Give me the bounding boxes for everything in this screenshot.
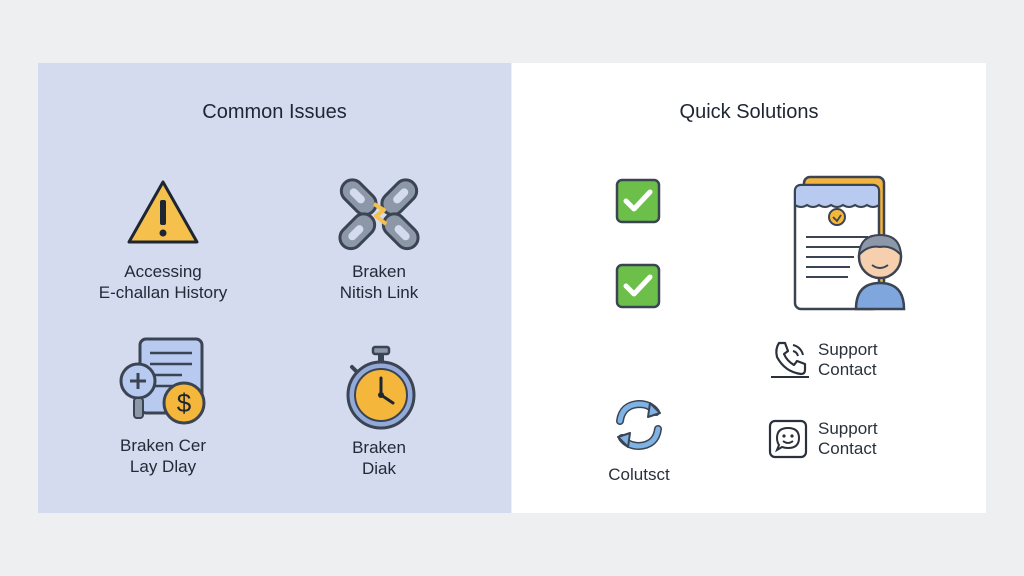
issue-item-1-label: Accessing E-challan History (98, 262, 228, 302)
check-icon (615, 263, 661, 309)
broken-link-icon (338, 176, 420, 252)
stopwatch-icon (344, 345, 418, 431)
common-issues-panel: Common Issues Accessing E-challan Histor… (38, 63, 511, 513)
support-document-person-icon (792, 175, 910, 313)
common-issues-title: Common Issues (202, 101, 347, 123)
svg-text:$: $ (177, 388, 192, 418)
quick-solutions-panel: Quick Solutions (512, 63, 986, 513)
chat-smile-icon (768, 419, 810, 461)
warning-icon (126, 178, 200, 246)
payment-document-icon: $ (118, 337, 210, 425)
issue-item-4-label: Braken Diak (352, 438, 406, 478)
quick-solutions-title: Quick Solutions (679, 101, 819, 123)
issue-item-3-label: Braken Cer Lay Dlay (120, 436, 206, 476)
check-icon (615, 178, 661, 224)
support-contact-chat-label: Support Contact (818, 419, 878, 458)
refresh-icon (612, 397, 666, 453)
issue-item-2-label: Braken Nitish Link (339, 262, 419, 302)
phone-icon (769, 339, 811, 379)
support-contact-phone-label: Support Contact (818, 340, 878, 379)
refresh-label: Colutsct (608, 465, 670, 484)
